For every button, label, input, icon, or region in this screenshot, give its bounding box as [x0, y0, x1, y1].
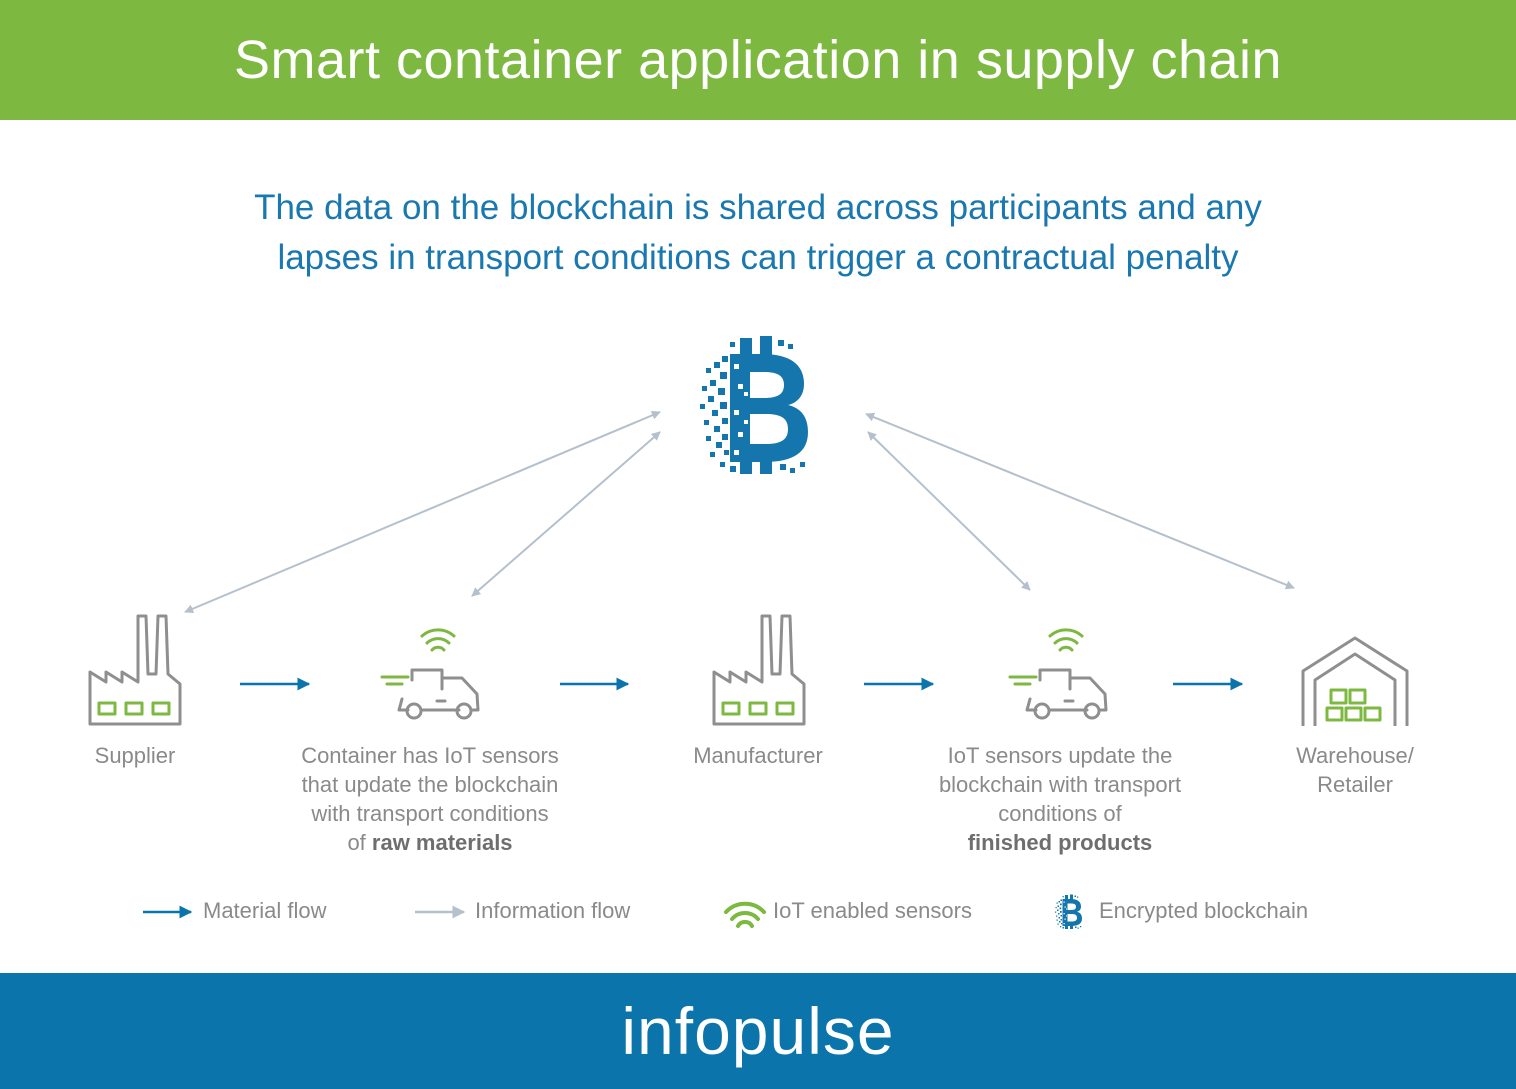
legend-iot-label: IoT enabled sensors [773, 898, 972, 923]
manufacturer-text: Manufacturer [693, 743, 823, 768]
supplier-text: Supplier [94, 743, 176, 768]
header-banner: Smart container application in supply ch… [0, 0, 1516, 120]
info-arrow-warehouse [865, 412, 1295, 590]
warehouse-icon [1301, 636, 1409, 728]
brand-logo: infopulse [621, 994, 895, 1068]
iot-line-4-bold: finished products [967, 830, 1153, 855]
subtitle-line-1: The data on the blockchain is shared acr… [254, 188, 1262, 227]
container-line-1: Container has IoT sensors [301, 743, 559, 768]
iot-line-1: IoT sensors update the [947, 743, 1173, 768]
container-line-2: that update the blockchain [301, 772, 559, 797]
iot-label: IoT sensors update the blockchain with t… [880, 741, 1240, 857]
warehouse-label: Warehouse/ Retailer [1265, 741, 1445, 799]
wifi-icon [724, 901, 766, 928]
factory-icon [712, 614, 806, 726]
warehouse-line-2: Retailer [1317, 772, 1393, 797]
page-title: Smart container application in supply ch… [233, 30, 1283, 90]
info-arrow-container [471, 431, 661, 597]
legend-information-label: Information flow [475, 898, 631, 923]
container-line-4-bold: raw materials [371, 830, 513, 855]
info-arrow-iot [867, 431, 1031, 591]
container-label: Container has IoT sensors that update th… [250, 741, 610, 857]
iot-line-4: finished products [880, 828, 1240, 857]
legend-material-label: Material flow [203, 898, 327, 923]
container-line-3: with transport conditions [311, 801, 549, 826]
container-line-4-prefix: of [347, 830, 372, 855]
truck-icon [1008, 628, 1108, 720]
legend-blockchain-label: Encrypted blockchain [1099, 898, 1309, 923]
subtitle: The data on the blockchain is shared acr… [0, 183, 1516, 283]
factory-icon [88, 614, 182, 726]
container-line-4: of raw materials [250, 828, 610, 857]
info-arrow-supplier [184, 410, 661, 614]
iot-line-3: conditions of [998, 801, 1122, 826]
iot-line-2: blockchain with transport [938, 772, 1182, 797]
subtitle-line-2: lapses in transport conditions can trigg… [277, 238, 1239, 277]
manufacturer-label: Manufacturer [658, 741, 858, 770]
footer-banner: infopulse [0, 973, 1516, 1089]
truck-icon [380, 628, 480, 720]
warehouse-line-1: Warehouse/ [1296, 743, 1414, 768]
blockchain-icon [700, 336, 808, 474]
supplier-label: Supplier [60, 741, 210, 770]
legend-blockchain-icon [1055, 894, 1082, 929]
